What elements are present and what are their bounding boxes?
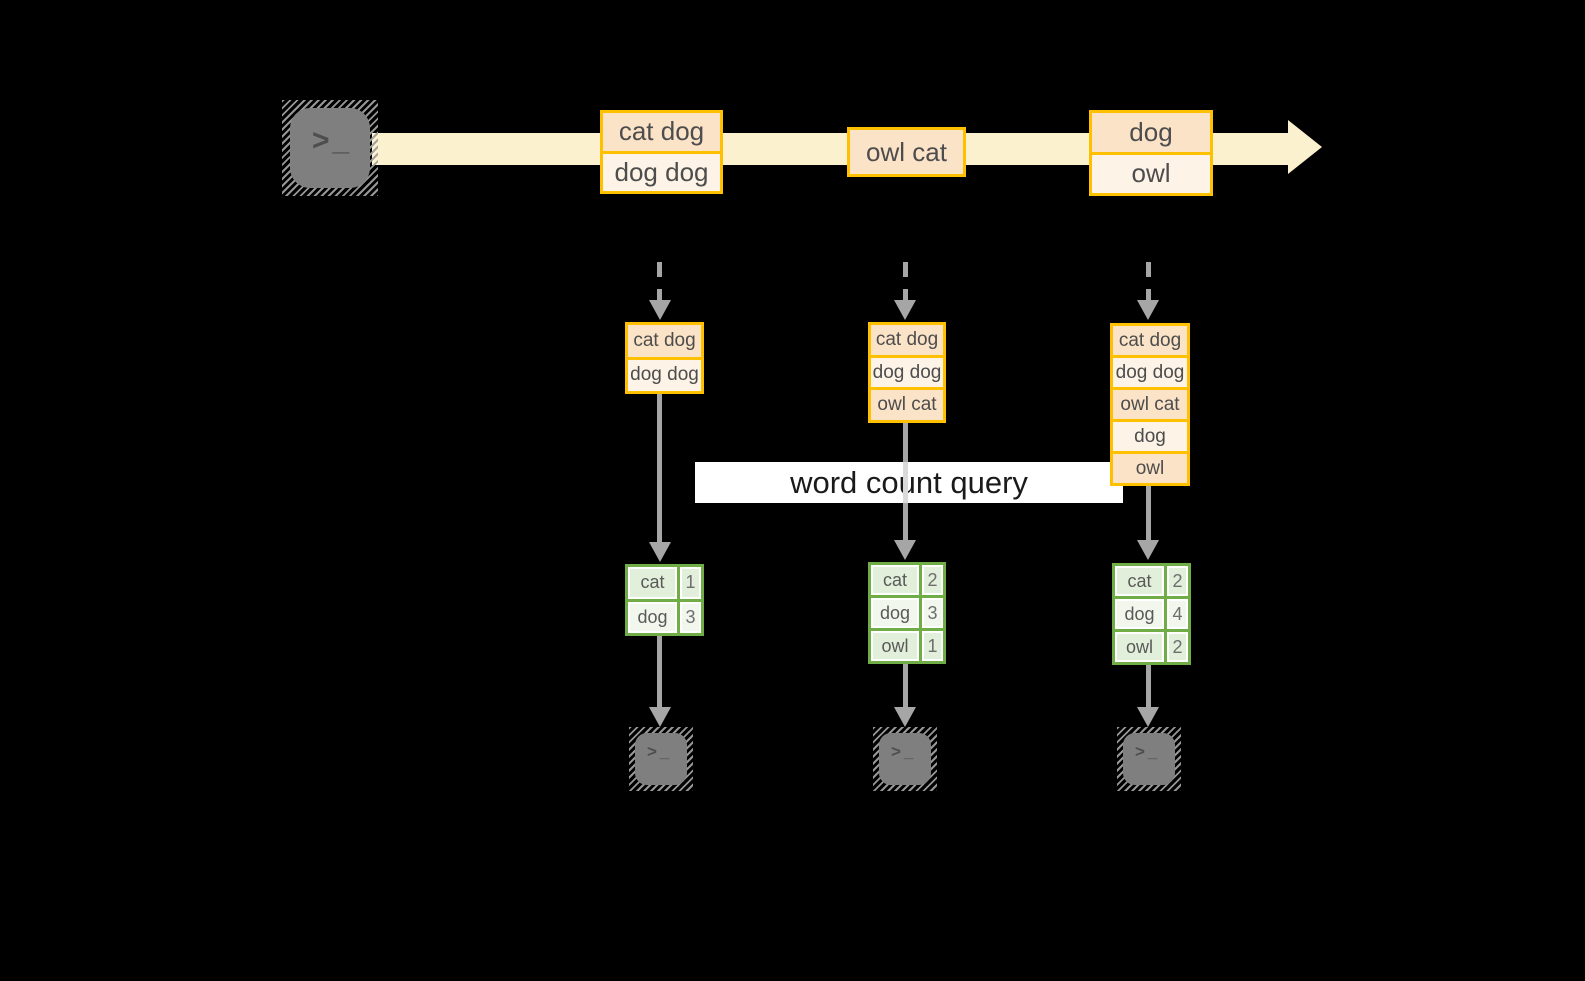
terminal-icon-sink-2: >_ [873,727,937,791]
sink-arrow-line-3 [1146,658,1151,707]
query-label-band: word count query [695,462,1123,503]
dashed-arrow-head-2 [894,300,916,320]
sink-arrow-line-2 [903,658,908,707]
terminal-icon-sink-3: >_ [1117,727,1181,791]
count-value-cell: 2 [1167,566,1188,596]
query-arrow-line-2-overlay [903,462,908,503]
record-text: cat dog [871,325,943,355]
stream-arrow-head [1288,120,1322,174]
count-word-cell: owl [1115,632,1164,662]
count-value-cell: 4 [1167,599,1188,629]
count-value-cell: 2 [1167,632,1188,662]
record-text: dog dog [628,356,701,391]
record-text: cat dog [603,113,720,151]
terminal-icon-sink-1: >_ [629,727,693,791]
prompt-glyph: >_ [647,742,673,761]
dashed-arrow-head-3 [1137,300,1159,320]
record-text: owl cat [850,130,963,174]
query-arrow-head-3 [1137,540,1159,560]
count-value-cell: 1 [680,567,701,599]
query-label: word count query [790,464,1028,500]
count-word-cell: cat [871,565,919,595]
query-arrow-head-2 [894,540,916,560]
record-text: owl cat [871,387,943,421]
sink-arrow-line-1 [657,630,662,707]
prompt-glyph: >_ [891,742,917,761]
count-word-cell: owl [871,631,919,661]
record-text: owl [1113,451,1187,483]
dashed-arrow-head-1 [649,300,671,320]
count-value-cell: 3 [680,601,701,633]
dashed-arrow-line-2 [903,262,908,302]
query-arrow-head-1 [649,542,671,562]
terminal-screen: >_ [290,108,370,188]
sink-arrow-head-2 [894,707,916,727]
record-text: dog dog [603,150,720,191]
sink-arrow-head-1 [649,707,671,727]
count-value-cell: 1 [922,631,943,661]
count-word-cell: cat [1115,566,1164,596]
terminal-screen: >_ [879,733,931,785]
record-text: dog dog [871,354,943,388]
record-text: owl cat [1113,387,1187,419]
record-text: owl [1092,151,1210,193]
terminal-icon-source: >_ [282,100,378,196]
record-text: dog [1113,419,1187,451]
query-arrow-line-3 [1146,480,1151,540]
query-arrow-line-1 [657,388,662,542]
record-text: cat dog [1113,326,1187,355]
record-text: dog [1092,113,1210,152]
prompt-glyph: >_ [1135,742,1161,761]
dashed-arrow-line-1 [657,262,662,302]
count-word-cell: dog [871,598,919,628]
stream-event-box-2: owl cat [847,127,966,177]
count-value-cell: 3 [922,598,943,628]
count-word-cell: cat [628,567,677,599]
count-word-cell: dog [628,601,677,633]
dashed-arrow-line-3 [1146,262,1151,302]
sink-arrow-head-3 [1137,707,1159,727]
count-word-cell: dog [1115,599,1164,629]
count-value-cell: 2 [922,565,943,595]
record-text: dog dog [1113,355,1187,387]
terminal-screen: >_ [635,733,687,785]
terminal-screen: >_ [1123,733,1175,785]
record-text: cat dog [628,325,701,357]
prompt-glyph: >_ [312,124,353,157]
